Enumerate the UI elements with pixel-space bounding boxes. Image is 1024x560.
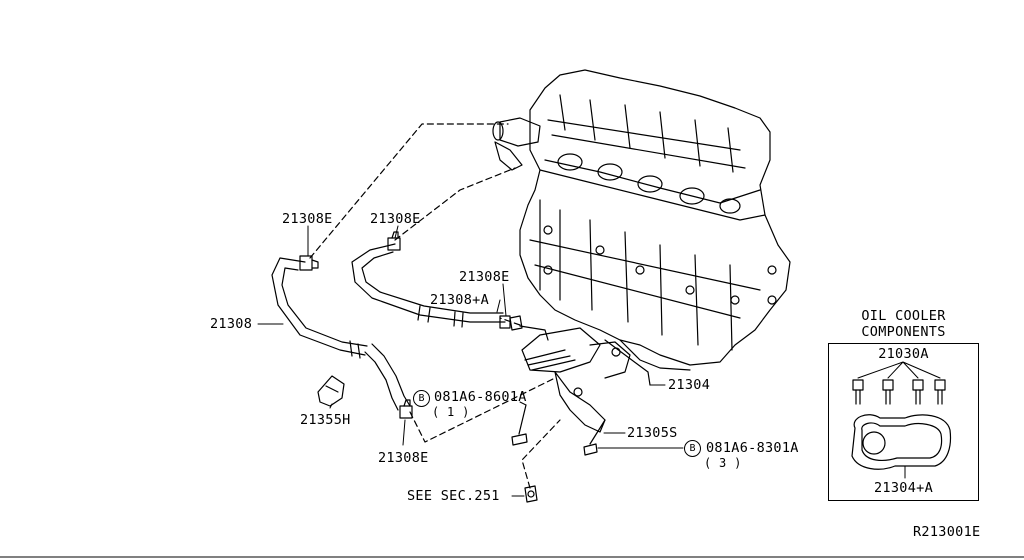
label-see-sec: SEE SEC.251 xyxy=(407,488,500,504)
bolt-marker-left: B xyxy=(413,390,430,407)
diagram-id: R213001E xyxy=(913,524,981,540)
label-hose-21308a: 21308+A xyxy=(430,292,489,308)
clip-21355h xyxy=(317,375,345,407)
label-clip-21355h: 21355H xyxy=(300,412,351,428)
hose-21308 xyxy=(271,257,411,411)
oil-cooler-components-drawing xyxy=(851,361,952,479)
engine-block xyxy=(492,69,791,371)
label-clamp-bottom: 21308E xyxy=(378,450,429,466)
label-clamp-mid-right: 21308E xyxy=(459,269,510,285)
label-bolt-left-qty: ( 1 ) xyxy=(432,405,470,419)
label-bolt-left-code: 081A6-8601A xyxy=(434,389,527,405)
leader-lines xyxy=(257,225,684,497)
bolt-marker-right: B xyxy=(684,440,701,457)
oil-cooler-components-box xyxy=(828,343,979,501)
label-bolt-21305s: 21305S xyxy=(627,425,678,441)
oil-cooler-title-line1: OIL COOLER xyxy=(861,308,946,324)
label-hose-21308: 21308 xyxy=(210,316,253,332)
label-clamp-top-left: 21308E xyxy=(282,211,333,227)
component-bolts xyxy=(852,379,946,405)
dashed-leaders xyxy=(309,123,561,489)
oil-cooler-assembly xyxy=(509,315,651,503)
label-gasket-21304a: 21304+A xyxy=(874,480,933,496)
label-bolts-21030a: 21030A xyxy=(878,346,929,362)
label-cooler-21304: 21304 xyxy=(668,377,711,393)
label-clamp-top-mid: 21308E xyxy=(370,211,421,227)
oil-cooler-title-line2: COMPONENTS xyxy=(861,324,946,340)
label-bolt-right-qty: ( 3 ) xyxy=(704,456,742,470)
component-gasket xyxy=(851,414,952,470)
hose-21308a xyxy=(351,243,506,328)
label-bolt-right-code: 081A6-8301A xyxy=(706,440,799,456)
